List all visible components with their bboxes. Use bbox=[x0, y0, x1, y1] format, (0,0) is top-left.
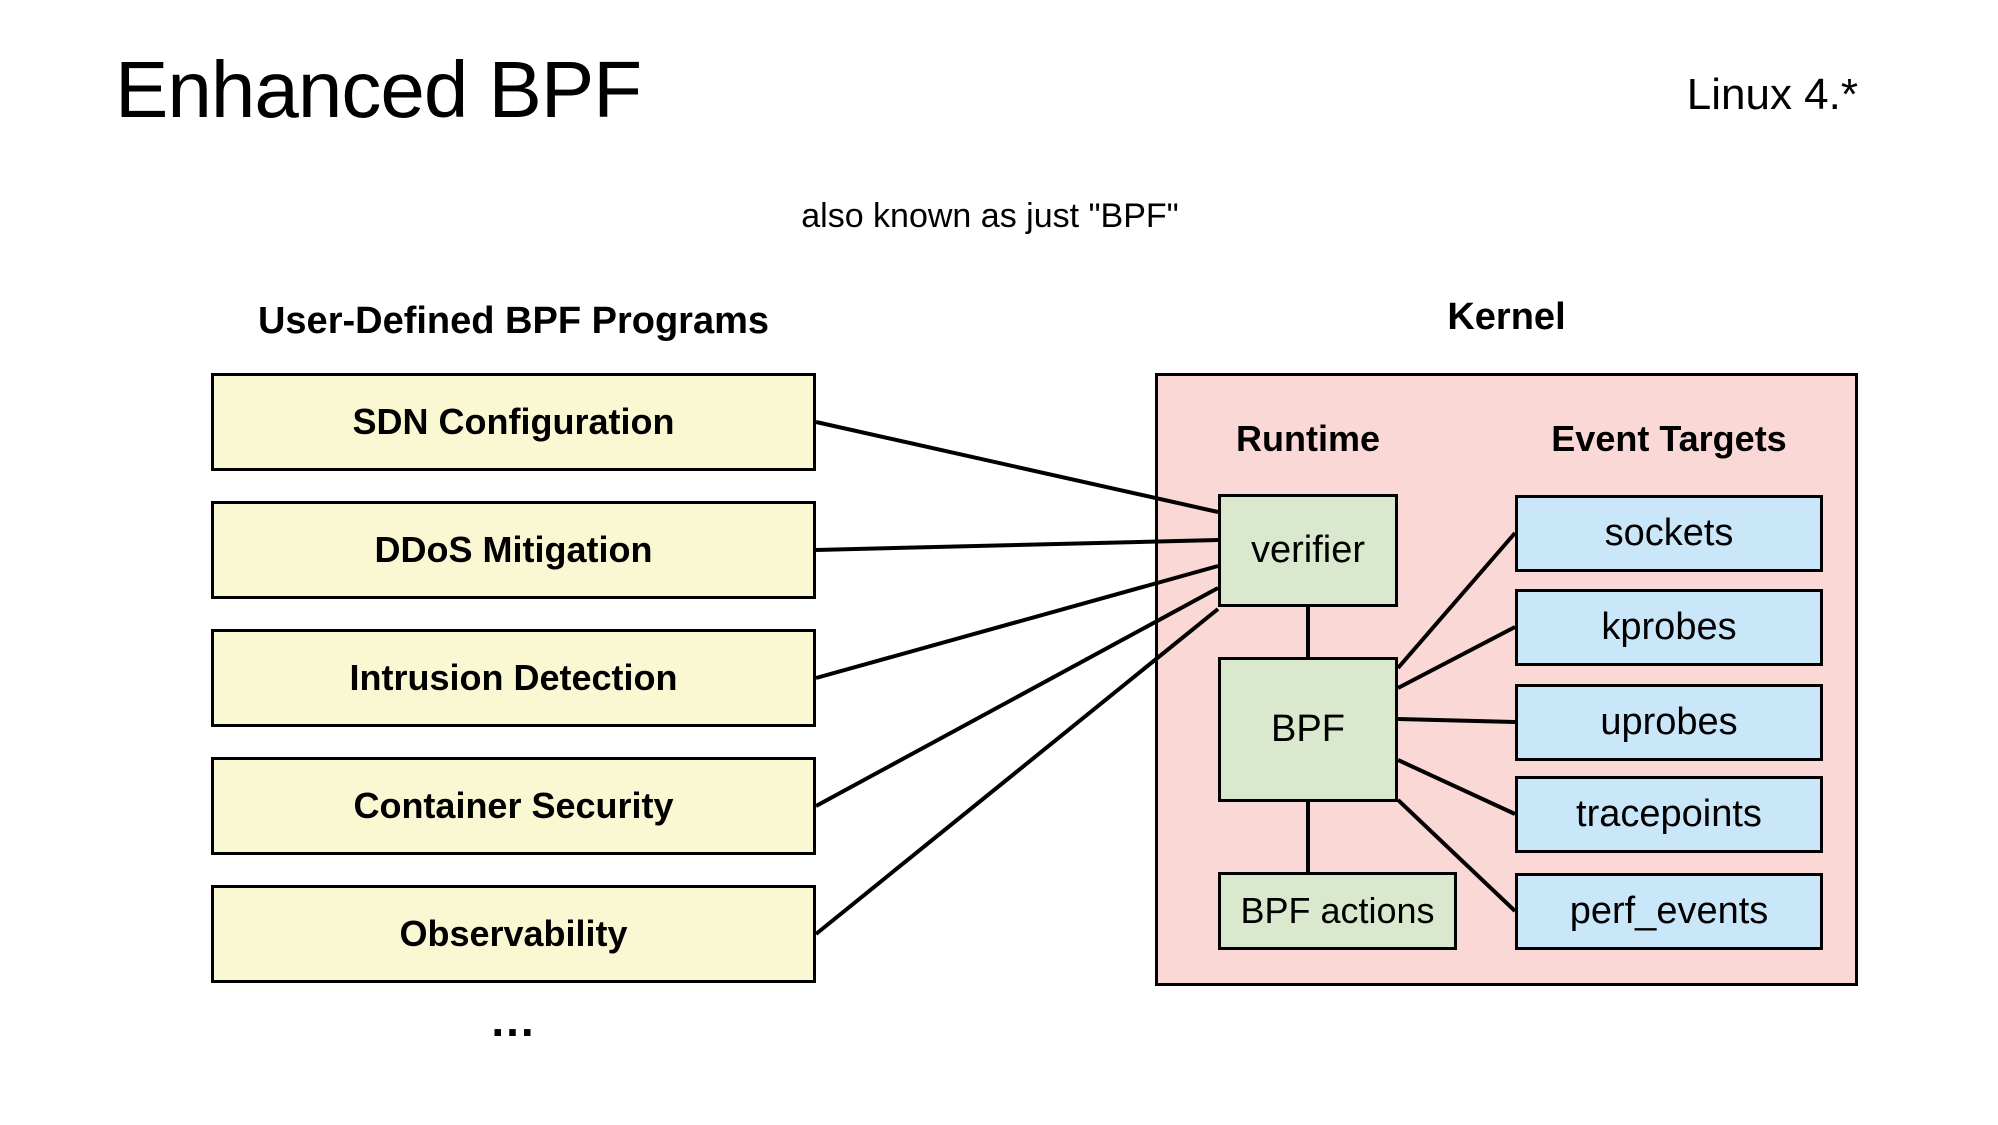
edge-bpf-to-uprobes bbox=[1397, 717, 1516, 724]
edge-container-security-to-verifier bbox=[815, 586, 1219, 808]
edge-bpf-to-sockets bbox=[1396, 531, 1517, 670]
node-uprobes: uprobes bbox=[1515, 684, 1823, 761]
node-kprobes: kprobes bbox=[1515, 589, 1823, 666]
kernel-header: Kernel bbox=[1447, 296, 1566, 338]
node-intrusion-detection: Intrusion Detection bbox=[211, 629, 816, 727]
node-ddos-mitigation: DDoS Mitigation bbox=[211, 501, 816, 599]
node-verifier: verifier bbox=[1218, 494, 1398, 607]
edge-bpf-to-perf-events bbox=[1396, 798, 1517, 913]
edge-bpf-to-kprobes bbox=[1397, 625, 1516, 690]
user-programs-header: User-Defined BPF Programs bbox=[257, 300, 769, 342]
edge-observability-to-verifier bbox=[814, 607, 1220, 936]
linux-version-note: Linux 4.* bbox=[1686, 70, 1858, 119]
node-bpf: BPF bbox=[1218, 657, 1398, 802]
edge-intrusion-detection-to-verifier bbox=[815, 564, 1219, 680]
runtime-header: Runtime bbox=[1236, 418, 1380, 459]
node-sockets: sockets bbox=[1515, 495, 1823, 572]
node-perf-events: perf_events bbox=[1515, 873, 1823, 950]
more-programs-ellipsis: ... bbox=[491, 994, 536, 1046]
node-observability: Observability bbox=[211, 885, 816, 983]
edge-ddos-mitigation-to-verifier bbox=[815, 538, 1219, 552]
node-bpf-actions: BPF actions bbox=[1218, 872, 1457, 950]
edge-sdn-configuration-to-verifier bbox=[815, 420, 1219, 514]
edge-bpf-to-tracepoints bbox=[1397, 758, 1516, 816]
node-sdn-configuration: SDN Configuration bbox=[211, 373, 816, 471]
subtitle: also known as just "BPF" bbox=[801, 197, 1179, 235]
page-title: Enhanced BPF bbox=[115, 45, 642, 134]
node-container-security: Container Security bbox=[211, 757, 816, 855]
node-tracepoints: tracepoints bbox=[1515, 776, 1823, 853]
event-targets-header: Event Targets bbox=[1551, 418, 1787, 459]
